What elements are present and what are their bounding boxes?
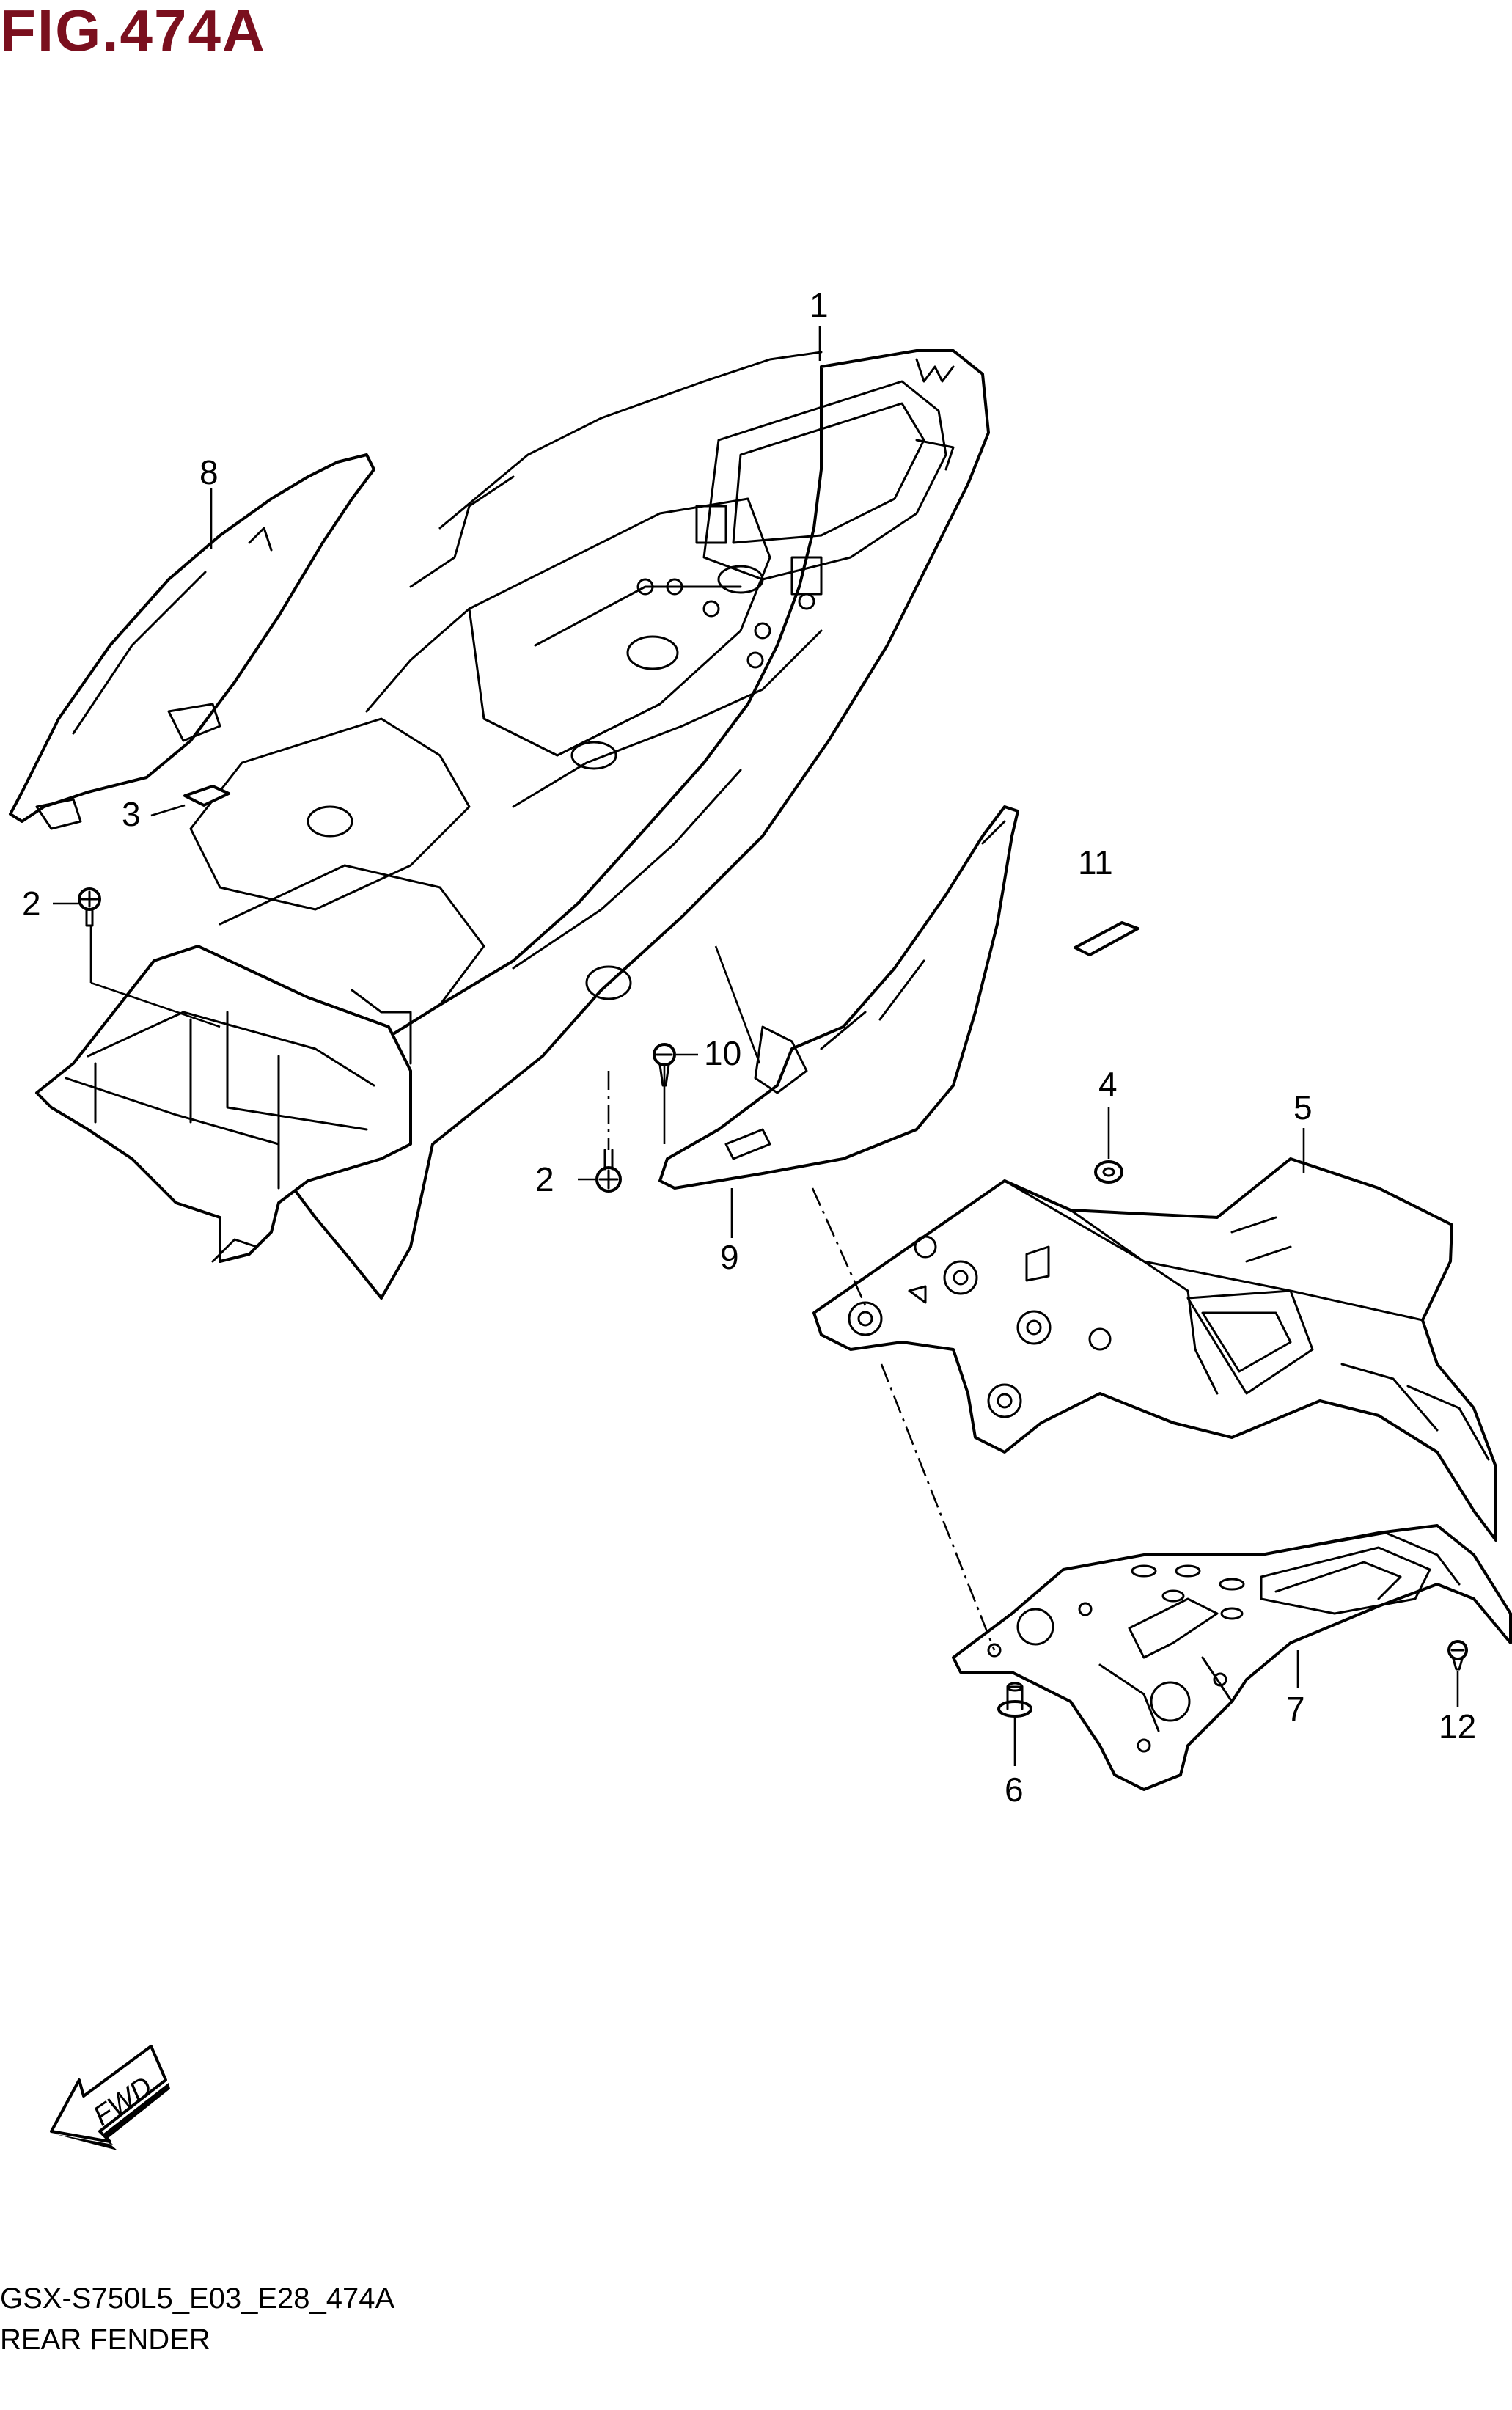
callout-7: 7: [1286, 1690, 1305, 1728]
part-2-bolt-upper[interactable]: [78, 887, 101, 927]
part-3-pad[interactable]: [183, 785, 230, 807]
part-5-rear-fender[interactable]: [812, 1157, 1497, 1542]
callout-3: 3: [122, 795, 141, 833]
callout-labels: 1 8 3 2 2 10 9 11 4 5 7 12 6: [22, 286, 1476, 1809]
callout-2-upper: 2: [22, 884, 41, 923]
part-2-bolt-lower[interactable]: [595, 1149, 622, 1193]
callout-11: 11: [1078, 843, 1113, 882]
callout-5: 5: [1293, 1088, 1313, 1127]
part-12-screw[interactable]: [1447, 1640, 1468, 1671]
leader-lines: [53, 326, 1459, 1766]
callout-9: 9: [720, 1238, 739, 1276]
callout-2-lower: 2: [535, 1160, 554, 1198]
part-1-rear-frame-cover[interactable]: [189, 349, 990, 1300]
drawing-code: GSX-S750L5_E03_E28_474A: [0, 2282, 395, 2315]
part-4-grommet[interactable]: [1094, 1160, 1123, 1184]
part-9-side-cover[interactable]: [658, 805, 1019, 1190]
drawing-name: REAR FENDER: [0, 2323, 210, 2356]
part-10-screw[interactable]: [653, 1043, 676, 1087]
part-7-license-bracket[interactable]: [952, 1524, 1512, 1791]
callout-10: 10: [704, 1034, 741, 1072]
fwd-arrow-icon: FWD: [50, 2045, 170, 2150]
callout-8: 8: [199, 453, 219, 491]
battery-box-section: [35, 945, 412, 1263]
part-6-clip[interactable]: [997, 1682, 1032, 1718]
callout-12: 12: [1439, 1707, 1476, 1746]
part-11-pad[interactable]: [1074, 921, 1139, 956]
callout-6: 6: [1005, 1770, 1024, 1809]
callout-4: 4: [1098, 1065, 1118, 1103]
figure-title: FIG.474A: [0, 0, 266, 63]
callout-1: 1: [810, 286, 829, 324]
part-8-side-cover[interactable]: [9, 453, 375, 830]
